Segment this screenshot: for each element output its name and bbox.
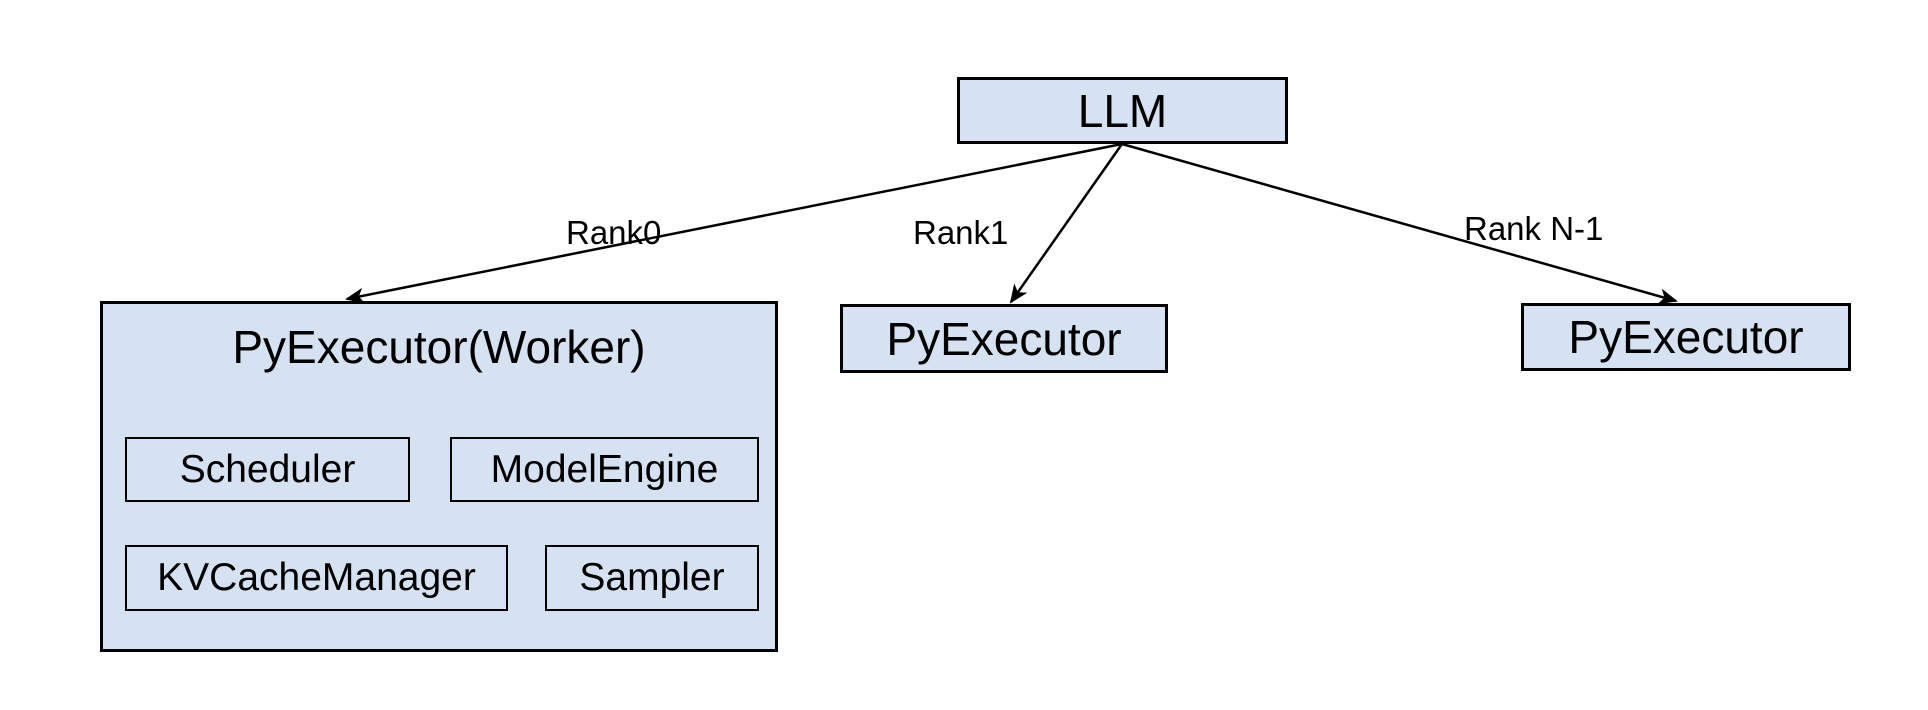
pyexecutor-worker-node: PyExecutor(Worker) Scheduler ModelEngine… (100, 301, 778, 652)
sampler-node: Sampler (545, 545, 759, 611)
pyexecutor-rankn-node: PyExecutor (1521, 303, 1851, 371)
pyexecutor-worker-title: PyExecutor(Worker) (232, 321, 646, 373)
arrow-llm-to-worker (345, 142, 1123, 304)
kvcachemanager-node: KVCacheManager (125, 545, 508, 611)
edge-label-rank1: Rank1 (913, 214, 1009, 251)
scheduler-node: Scheduler (125, 437, 410, 502)
llm-node: LLM (957, 77, 1288, 144)
arrow-llm-to-executor-rank1 (1009, 143, 1124, 304)
edge-label-rank0: Rank0 (566, 214, 662, 251)
arrow-llm-to-executor-rankn (1121, 142, 1678, 305)
llm-node-label: LLM (1077, 84, 1168, 137)
pyexecutor-rank1-node: PyExecutor (840, 304, 1168, 373)
edge-label-rank-n-1: Rank N-1 (1464, 210, 1604, 247)
pyexecutor-rank1-label: PyExecutor (886, 312, 1122, 365)
pyexecutor-rankn-label: PyExecutor (1568, 311, 1804, 363)
modelengine-node: ModelEngine (450, 437, 759, 502)
